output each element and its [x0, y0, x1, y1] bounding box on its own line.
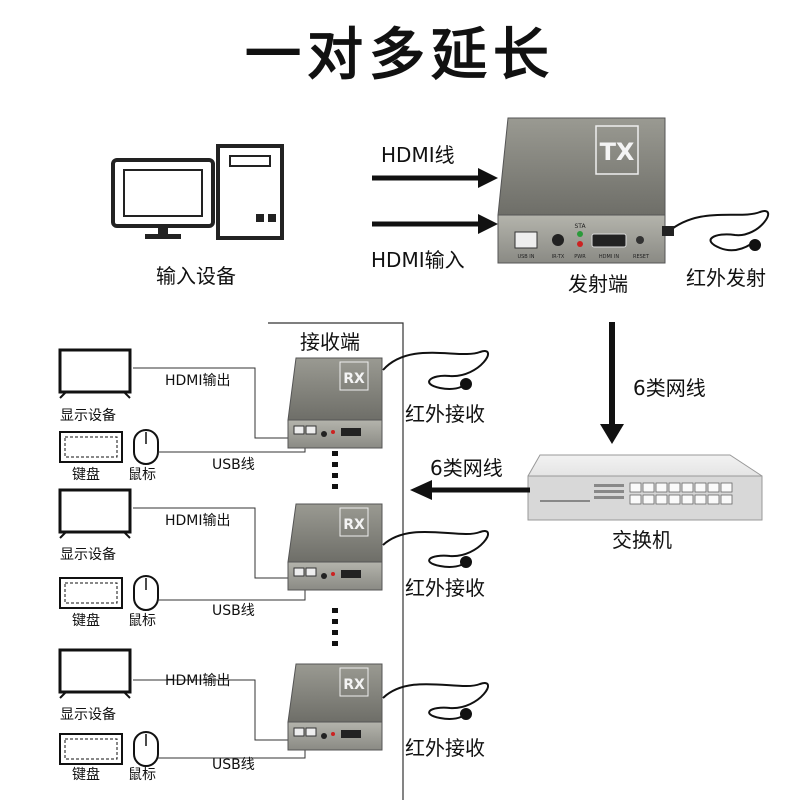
- computer-monitor-icon: [111, 158, 215, 239]
- keyboard-icon: [59, 733, 123, 765]
- transmitter-label: 发射端: [568, 272, 628, 296]
- mouse-label: 鼠标: [128, 613, 156, 629]
- ir-receiver-cable-icon: [382, 350, 489, 390]
- mouse-label: 鼠标: [128, 467, 156, 483]
- ir-emitter-cable-icon: [662, 210, 770, 252]
- more-receivers-dots: [332, 451, 338, 646]
- receiver-device: RX: [287, 663, 383, 751]
- port-label: IR-TX: [552, 254, 565, 260]
- hdmi-output-label: HDMI输出: [165, 513, 231, 529]
- sta-led-icon: [577, 231, 583, 237]
- mouse-icon: [133, 575, 159, 611]
- network-cable-label-2: 6类网线: [430, 456, 503, 480]
- port-label: PWR: [574, 254, 586, 260]
- input-device-label: 输入设备: [156, 264, 236, 288]
- hdmi-output-label: HDMI输出: [165, 673, 231, 689]
- page-title: 一对多延长: [245, 23, 555, 88]
- receiver-row-3: RX: [58, 648, 489, 767]
- receiver-group-label: 接收端: [300, 330, 360, 354]
- hdmi-output-label: HDMI输出: [165, 373, 231, 389]
- display-device-label: 显示设备: [60, 408, 116, 424]
- usb-cable-label: USB线: [212, 457, 255, 473]
- receiver-group-bracket: [268, 322, 404, 800]
- rx-badge: RX: [343, 371, 365, 387]
- network-switch-device: [527, 454, 763, 521]
- usb-in-port: [514, 231, 538, 249]
- arrow-head-icon: [410, 480, 432, 500]
- tx-logo-frame: [595, 125, 639, 175]
- port-label: USB IN: [517, 254, 534, 260]
- ir-emitter-label: 红外发射: [686, 266, 766, 290]
- receiver-row-2: RX: [58, 488, 489, 611]
- ir-receiver-cable-icon: [382, 682, 489, 720]
- port-label: HDMI IN: [599, 254, 619, 260]
- ir-receiver-label: 红外接收: [405, 402, 485, 426]
- ir-tx-port: [552, 234, 564, 246]
- keyboard-icon: [59, 577, 123, 609]
- usb-cable: [158, 586, 306, 601]
- ir-receiver-label: 红外接收: [405, 736, 485, 760]
- keyboard-icon: [59, 431, 123, 463]
- mouse-icon: [133, 731, 159, 767]
- receiver-device: RX: [287, 503, 383, 591]
- network-cable-label-1: 6类网线: [633, 376, 706, 400]
- ir-receiver-cable-icon: [382, 530, 489, 568]
- transmitter-device: TX STA USB IN IR-TX PWR HDMI IN RESET: [497, 117, 666, 264]
- pwr-led-icon: [577, 241, 583, 247]
- keyboard-label: 键盘: [72, 613, 100, 629]
- computer-tower-icon: [216, 144, 284, 240]
- arrow-head-icon: [600, 424, 624, 444]
- display-device-label: 显示设备: [60, 707, 116, 723]
- switch-ports: [629, 482, 733, 505]
- arrow-head-icon: [478, 214, 498, 234]
- rx-badge: RX: [343, 517, 365, 533]
- usb-cable-label: USB线: [212, 603, 255, 619]
- usb-cable: [158, 442, 306, 453]
- keyboard-label: 键盘: [72, 467, 100, 483]
- arrow-head-icon: [478, 168, 498, 188]
- display-device-label: 显示设备: [60, 547, 116, 563]
- hdmi-in-port: [591, 233, 627, 248]
- port-label: RESET: [633, 254, 650, 260]
- display-monitor-icon: [58, 348, 132, 399]
- tx-badge: TX: [600, 138, 635, 166]
- reset-button-icon: [636, 236, 644, 244]
- hdmi-input-label: HDMI输入: [371, 248, 465, 272]
- ir-receiver-label: 红外接收: [405, 576, 485, 600]
- hdmi-output-cable: [133, 367, 292, 439]
- switch-label: 交换机: [612, 528, 672, 552]
- usb-cable: [158, 748, 306, 759]
- hdmi-output-cable: [133, 679, 292, 741]
- sta-label: STA: [574, 223, 586, 230]
- hdmi-output-cable: [133, 507, 292, 579]
- rx-badge: RX: [343, 677, 365, 693]
- mouse-icon: [133, 429, 159, 465]
- hdmi-cable-label: HDMI线: [381, 143, 455, 167]
- keyboard-label: 键盘: [72, 767, 100, 783]
- display-monitor-icon: [58, 648, 132, 699]
- receiver-device: RX: [287, 357, 383, 449]
- display-monitor-icon: [58, 488, 132, 539]
- usb-cable-label: USB线: [212, 757, 255, 773]
- receiver-row-1: RX: [58, 348, 489, 465]
- mouse-label: 鼠标: [128, 767, 156, 783]
